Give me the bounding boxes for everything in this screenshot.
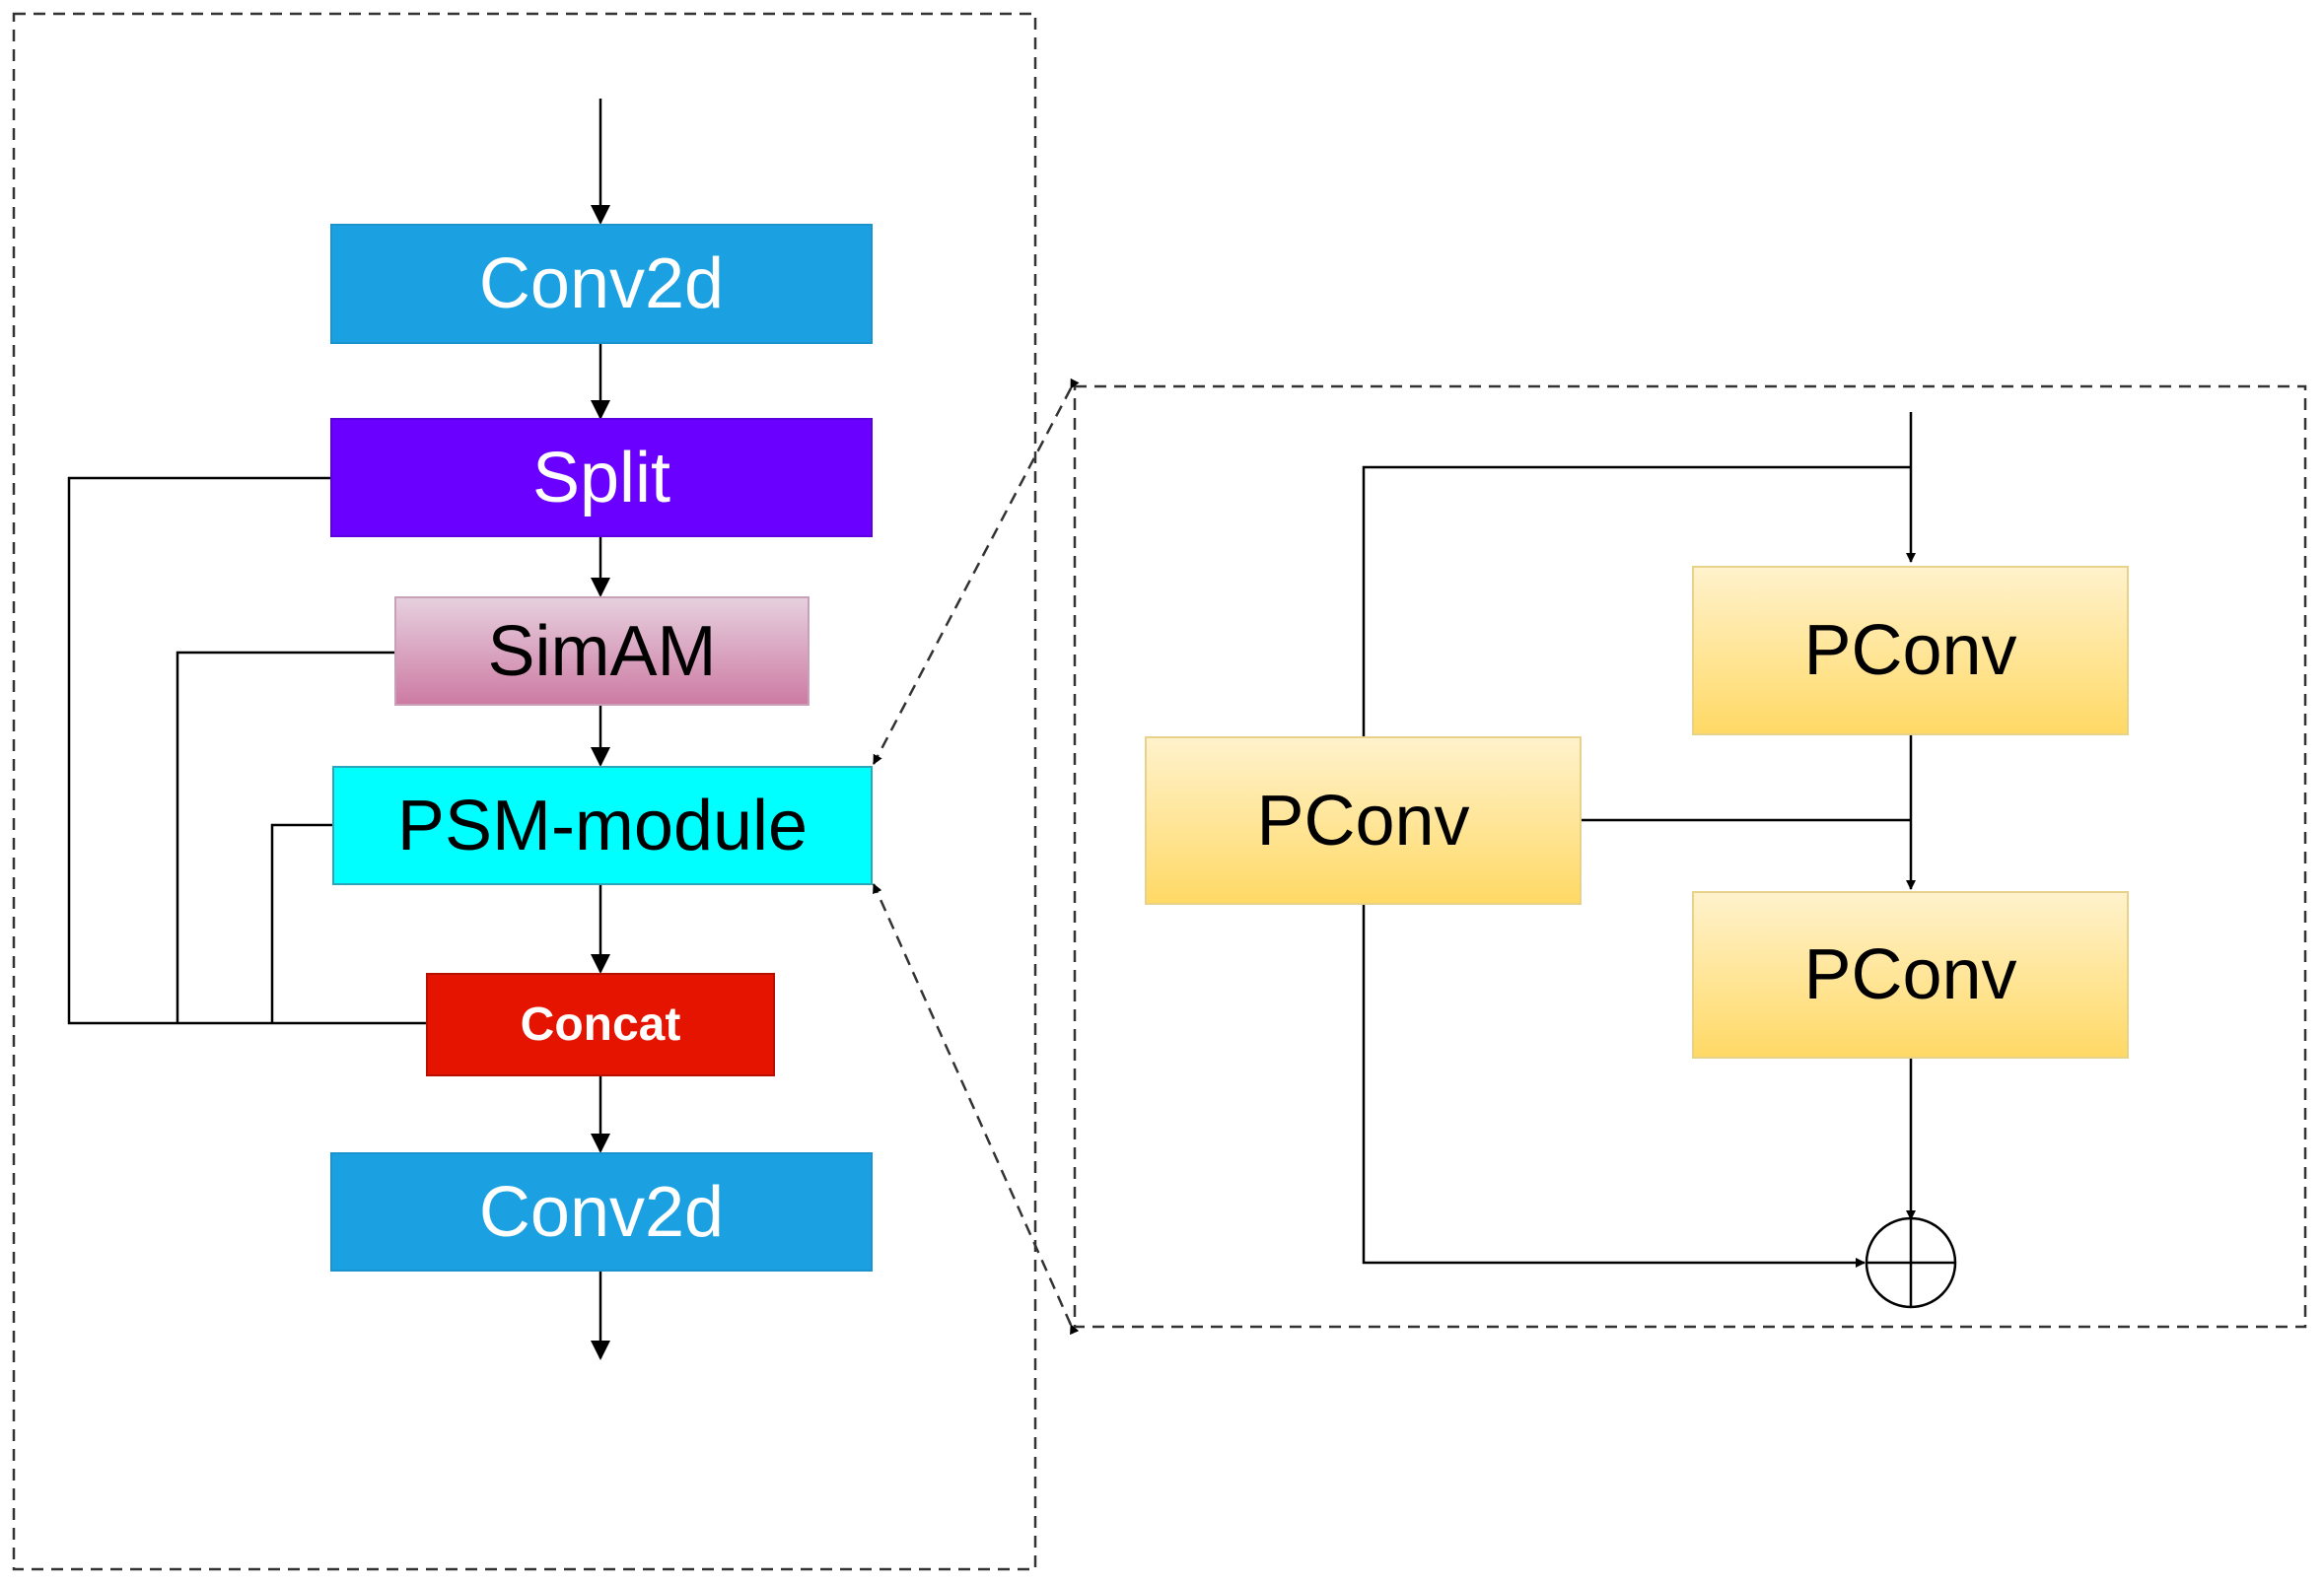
left-dashed-container [12, 12, 1037, 1571]
pconv-top-label: PConv [1803, 611, 2017, 690]
psm-module-block: PSM-module [332, 766, 873, 885]
pconv-bottom-label: PConv [1803, 935, 2017, 1014]
skip-split-to-concat [67, 476, 426, 1025]
right-dashed-container [1073, 384, 2307, 1329]
zoom-connector-bottom [872, 883, 1080, 1336]
pconv-top-block: PConv [1692, 566, 2129, 735]
pconv-bottom-block: PConv [1692, 891, 2129, 1059]
conv2d-top-label: Conv2d [478, 244, 725, 323]
pconv-left-input [1362, 465, 1911, 736]
conv2d-bottom-block: Conv2d [330, 1152, 873, 1272]
concat-block: Concat [426, 973, 775, 1076]
split-block: Split [330, 418, 873, 537]
simam-label: SimAM [487, 611, 717, 691]
sum-icon [1865, 1216, 1957, 1309]
pconv-left-label: PConv [1256, 781, 1470, 861]
pconv-left-block: PConv [1145, 736, 1582, 905]
pconv-left-to-sum [1362, 905, 1866, 1268]
psm-module-label: PSM-module [396, 786, 809, 865]
concat-label: Concat [520, 999, 681, 1051]
conv2d-top-block: Conv2d [330, 224, 873, 344]
split-label: Split [531, 438, 671, 517]
skip-psm-to-concat [270, 823, 332, 1023]
skip-simam-to-concat [176, 651, 394, 1023]
conv2d-bottom-label: Conv2d [478, 1172, 725, 1252]
simam-block: SimAM [394, 596, 810, 706]
zoom-connector-top [872, 378, 1080, 765]
